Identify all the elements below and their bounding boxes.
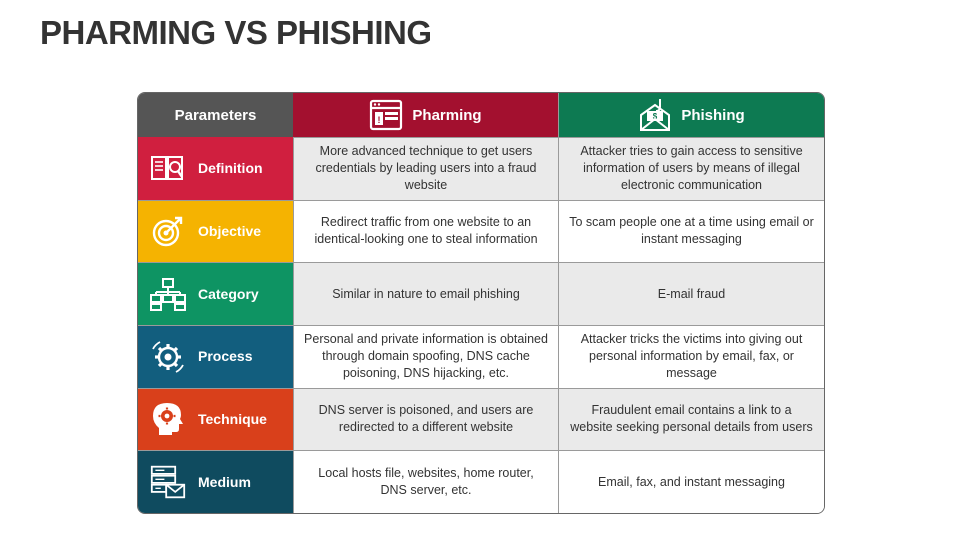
phishing-definition-cell: Attacker tries to gain access to sensiti… bbox=[558, 137, 824, 200]
header-phishing-label: Phishing bbox=[681, 106, 745, 124]
phishing-process-cell: Attacker tricks the victims into giving … bbox=[558, 325, 824, 388]
pharming-medium-cell: Local hosts file, websites, home router,… bbox=[293, 450, 558, 513]
cell-text: Fraudulent email contains a link to a we… bbox=[570, 403, 813, 435]
cell-text: To scam people one at a time using email… bbox=[569, 215, 814, 247]
book-search-icon bbox=[150, 150, 186, 186]
header-parameters-label: Parameters bbox=[174, 106, 257, 124]
pharming-process-cell: Personal and private information is obta… bbox=[293, 325, 558, 388]
row-label-text: Objective bbox=[198, 222, 262, 239]
browser-warning-icon: ! bbox=[369, 98, 403, 132]
cell-text: Similar in nature to email phishing bbox=[332, 286, 520, 301]
pharming-category-cell: Similar in nature to email phishing bbox=[293, 262, 558, 325]
cell-text: E-mail fraud bbox=[657, 286, 726, 301]
page-title: PHARMING VS PHISHING bbox=[40, 14, 432, 51]
cell-text: Personal and private information is obta… bbox=[304, 332, 548, 381]
phishing-medium-cell: Email, fax, and instant messaging bbox=[558, 450, 824, 513]
row-label-process: Process bbox=[138, 325, 293, 388]
row-label-definition: Definition bbox=[138, 137, 293, 200]
header-parameters: Parameters bbox=[138, 93, 293, 137]
target-icon bbox=[150, 213, 186, 249]
svg-text:!: ! bbox=[378, 115, 381, 125]
cell-text: Attacker tries to gain access to sensiti… bbox=[580, 144, 803, 193]
phishing-objective-cell: To scam people one at a time using email… bbox=[558, 199, 824, 263]
row-label-text: Definition bbox=[198, 159, 263, 176]
cell-text: DNS server is poisoned, and users are re… bbox=[318, 403, 534, 435]
comparison-table: Parameters ! Pharming $ bbox=[137, 92, 825, 514]
pharming-technique-cell: DNS server is poisoned, and users are re… bbox=[293, 387, 558, 451]
gears-icon bbox=[150, 339, 186, 375]
row-label-technique: Technique bbox=[138, 387, 293, 451]
header-pharming-label: Pharming bbox=[412, 106, 482, 124]
phishing-technique-cell: Fraudulent email contains a link to a we… bbox=[558, 387, 824, 451]
head-gear-icon bbox=[150, 401, 186, 437]
cell-text: Local hosts file, websites, home router,… bbox=[318, 466, 534, 498]
cell-text: More advanced technique to get users cre… bbox=[315, 144, 537, 193]
row-label-medium: Medium bbox=[138, 450, 293, 513]
cell-text: Email, fax, and instant messaging bbox=[598, 474, 785, 489]
row-label-objective: Objective bbox=[138, 199, 293, 263]
cell-text: Redirect traffic from one website to an … bbox=[314, 215, 538, 247]
row-label-text: Medium bbox=[198, 473, 251, 490]
server-email-icon bbox=[150, 464, 186, 500]
cell-text: Attacker tricks the victims into giving … bbox=[580, 332, 803, 381]
pharming-objective-cell: Redirect traffic from one website to an … bbox=[293, 199, 558, 263]
pharming-definition-cell: More advanced technique to get users cre… bbox=[293, 137, 558, 200]
header-phishing: $ Phishing bbox=[558, 93, 824, 137]
row-label-text: Technique bbox=[198, 410, 267, 427]
phishing-hook-envelope-icon: $ bbox=[638, 97, 672, 133]
svg-text:$: $ bbox=[653, 112, 658, 121]
header-pharming: ! Pharming bbox=[293, 93, 558, 137]
phishing-category-cell: E-mail fraud bbox=[558, 262, 824, 325]
row-label-text: Process bbox=[198, 348, 253, 365]
row-label-text: Category bbox=[198, 285, 259, 302]
row-label-category: Category bbox=[138, 262, 293, 325]
hierarchy-icon bbox=[150, 276, 186, 312]
